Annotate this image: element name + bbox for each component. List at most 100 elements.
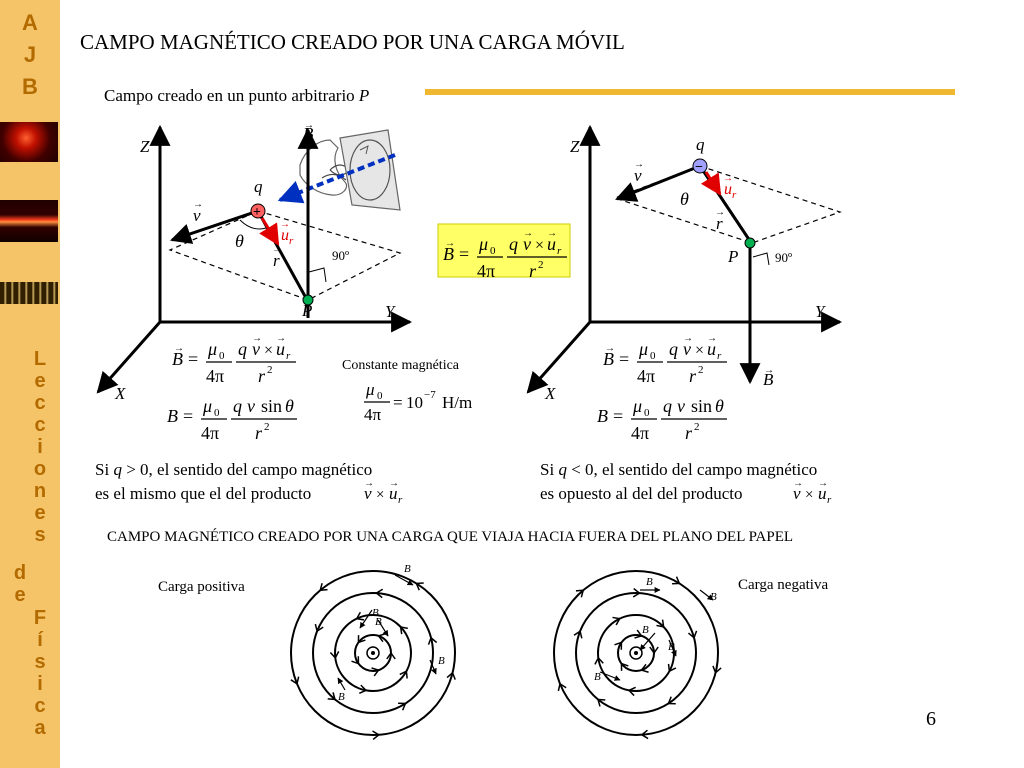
- field-tangent-vector: [699, 589, 714, 601]
- svg-text:4π: 4π: [477, 261, 495, 281]
- svg-text:→: →: [272, 244, 282, 255]
- field-arrow: [627, 686, 636, 697]
- field-tangent-vector: [359, 609, 373, 629]
- sidebar-letter: J: [23, 42, 37, 67]
- field-arrow: [712, 665, 722, 675]
- position-label: r: [716, 214, 723, 233]
- angle-label: 90º: [332, 248, 349, 263]
- svg-text:→: →: [634, 159, 644, 170]
- svg-text:sin: sin: [691, 396, 712, 416]
- svg-text:2: 2: [267, 364, 273, 376]
- svg-text:=: =: [619, 349, 629, 369]
- out-of-page-symbol: [366, 646, 380, 660]
- y-axis-label: Y: [815, 302, 826, 321]
- svg-text:v: v: [683, 339, 691, 359]
- sidebar-letter: e: [14, 584, 26, 606]
- field-line-circle: [312, 592, 434, 714]
- field-arrow: [640, 729, 649, 740]
- svg-text:→: →: [304, 120, 314, 131]
- velocity-label: v: [193, 206, 201, 225]
- svg-text:r: r: [557, 245, 562, 257]
- field-label: B: [338, 691, 345, 703]
- svg-text:sin: sin: [261, 396, 282, 416]
- svg-text:→: →: [764, 365, 774, 376]
- angle-arc: [239, 219, 267, 230]
- field-arrow: [355, 611, 365, 621]
- unit-vector-label: ur: [281, 227, 294, 247]
- field-label: B: [594, 671, 601, 683]
- sidebar-letter: í: [37, 629, 43, 651]
- svg-text:0: 0: [214, 407, 220, 419]
- theta-label: θ: [235, 231, 244, 251]
- svg-text:→: →: [547, 228, 557, 239]
- svg-text:→: →: [707, 333, 717, 344]
- svg-text:2: 2: [698, 364, 704, 376]
- sidebar-letter: F: [33, 607, 47, 629]
- field-tangent-vector: [599, 671, 621, 681]
- svg-text:B: B: [167, 406, 178, 426]
- right-note: Si q < 0, el sentido del campo magnético…: [540, 460, 818, 503]
- svg-text:u: u: [389, 484, 398, 503]
- out-of-page-symbol: [629, 646, 643, 660]
- field-arrow: [573, 629, 583, 639]
- field-arrow: [594, 656, 604, 665]
- svg-text:→: →: [818, 478, 828, 489]
- sidebar-letter: d: [13, 562, 27, 584]
- field-arrow: [351, 656, 360, 665]
- right-angle-mark: [752, 252, 770, 266]
- y-axis-label: Y: [385, 302, 396, 321]
- svg-text:u: u: [276, 339, 285, 359]
- field-arrow: [446, 671, 456, 680]
- svg-text:u: u: [818, 484, 827, 503]
- svg-text:0: 0: [490, 245, 496, 257]
- svg-text:→: →: [445, 238, 455, 249]
- field-arrow: [620, 662, 629, 671]
- svg-text:→: →: [193, 199, 203, 210]
- svg-text:q: q: [233, 396, 242, 416]
- svg-text:μ: μ: [207, 339, 217, 359]
- cross-product-right: v→×u→r: [793, 478, 832, 506]
- field-arrow: [358, 684, 368, 695]
- x-axis: [96, 321, 162, 394]
- sidebar-letter: B: [22, 74, 38, 99]
- svg-text:v: v: [677, 396, 685, 416]
- svg-text:μ: μ: [638, 339, 648, 359]
- svg-text:v: v: [793, 484, 801, 503]
- svg-text:=: =: [613, 406, 623, 426]
- z-axis-label: Z: [570, 137, 580, 156]
- svg-text:=: =: [393, 393, 403, 412]
- right-vector-diagram: Z Y X − q v → θ ur → r → 90º P B →: [526, 124, 843, 403]
- svg-text:v: v: [247, 396, 255, 416]
- svg-text:4π: 4π: [206, 366, 224, 386]
- field-arrow: [612, 616, 621, 626]
- svg-text:×: ×: [535, 237, 544, 254]
- field-arrow: [634, 629, 643, 639]
- negative-charge-label: Carga negativa: [738, 577, 829, 593]
- field-arrow: [415, 582, 424, 591]
- svg-text:μ: μ: [202, 396, 212, 416]
- page-title: CAMPO MAGNÉTICO CREADO POR UNA CARGA MÓV…: [80, 30, 625, 54]
- field-arrow: [290, 676, 300, 686]
- velocity-vector: [170, 209, 259, 244]
- right-hand-rule-illustration: [277, 129, 401, 211]
- spectrum-thumbnail-2: [0, 200, 58, 242]
- field-arrow: [667, 696, 676, 705]
- svg-text:→: →: [276, 333, 286, 344]
- spectrum-thumbnail-3: [0, 282, 58, 304]
- position-label: r: [273, 251, 280, 270]
- svg-text:2: 2: [538, 259, 544, 271]
- field-arrow: [656, 619, 665, 628]
- svg-text:H/m: H/m: [442, 393, 472, 412]
- cross-product-left: v→×u→r: [364, 478, 403, 506]
- point-P: [302, 294, 314, 306]
- svg-text:r: r: [529, 261, 537, 281]
- accent-bar: [425, 89, 955, 95]
- svg-text:→: →: [389, 478, 399, 489]
- svg-text:→: →: [723, 173, 733, 184]
- sidebar-letter: a: [34, 717, 46, 739]
- unit-vector: [700, 171, 722, 196]
